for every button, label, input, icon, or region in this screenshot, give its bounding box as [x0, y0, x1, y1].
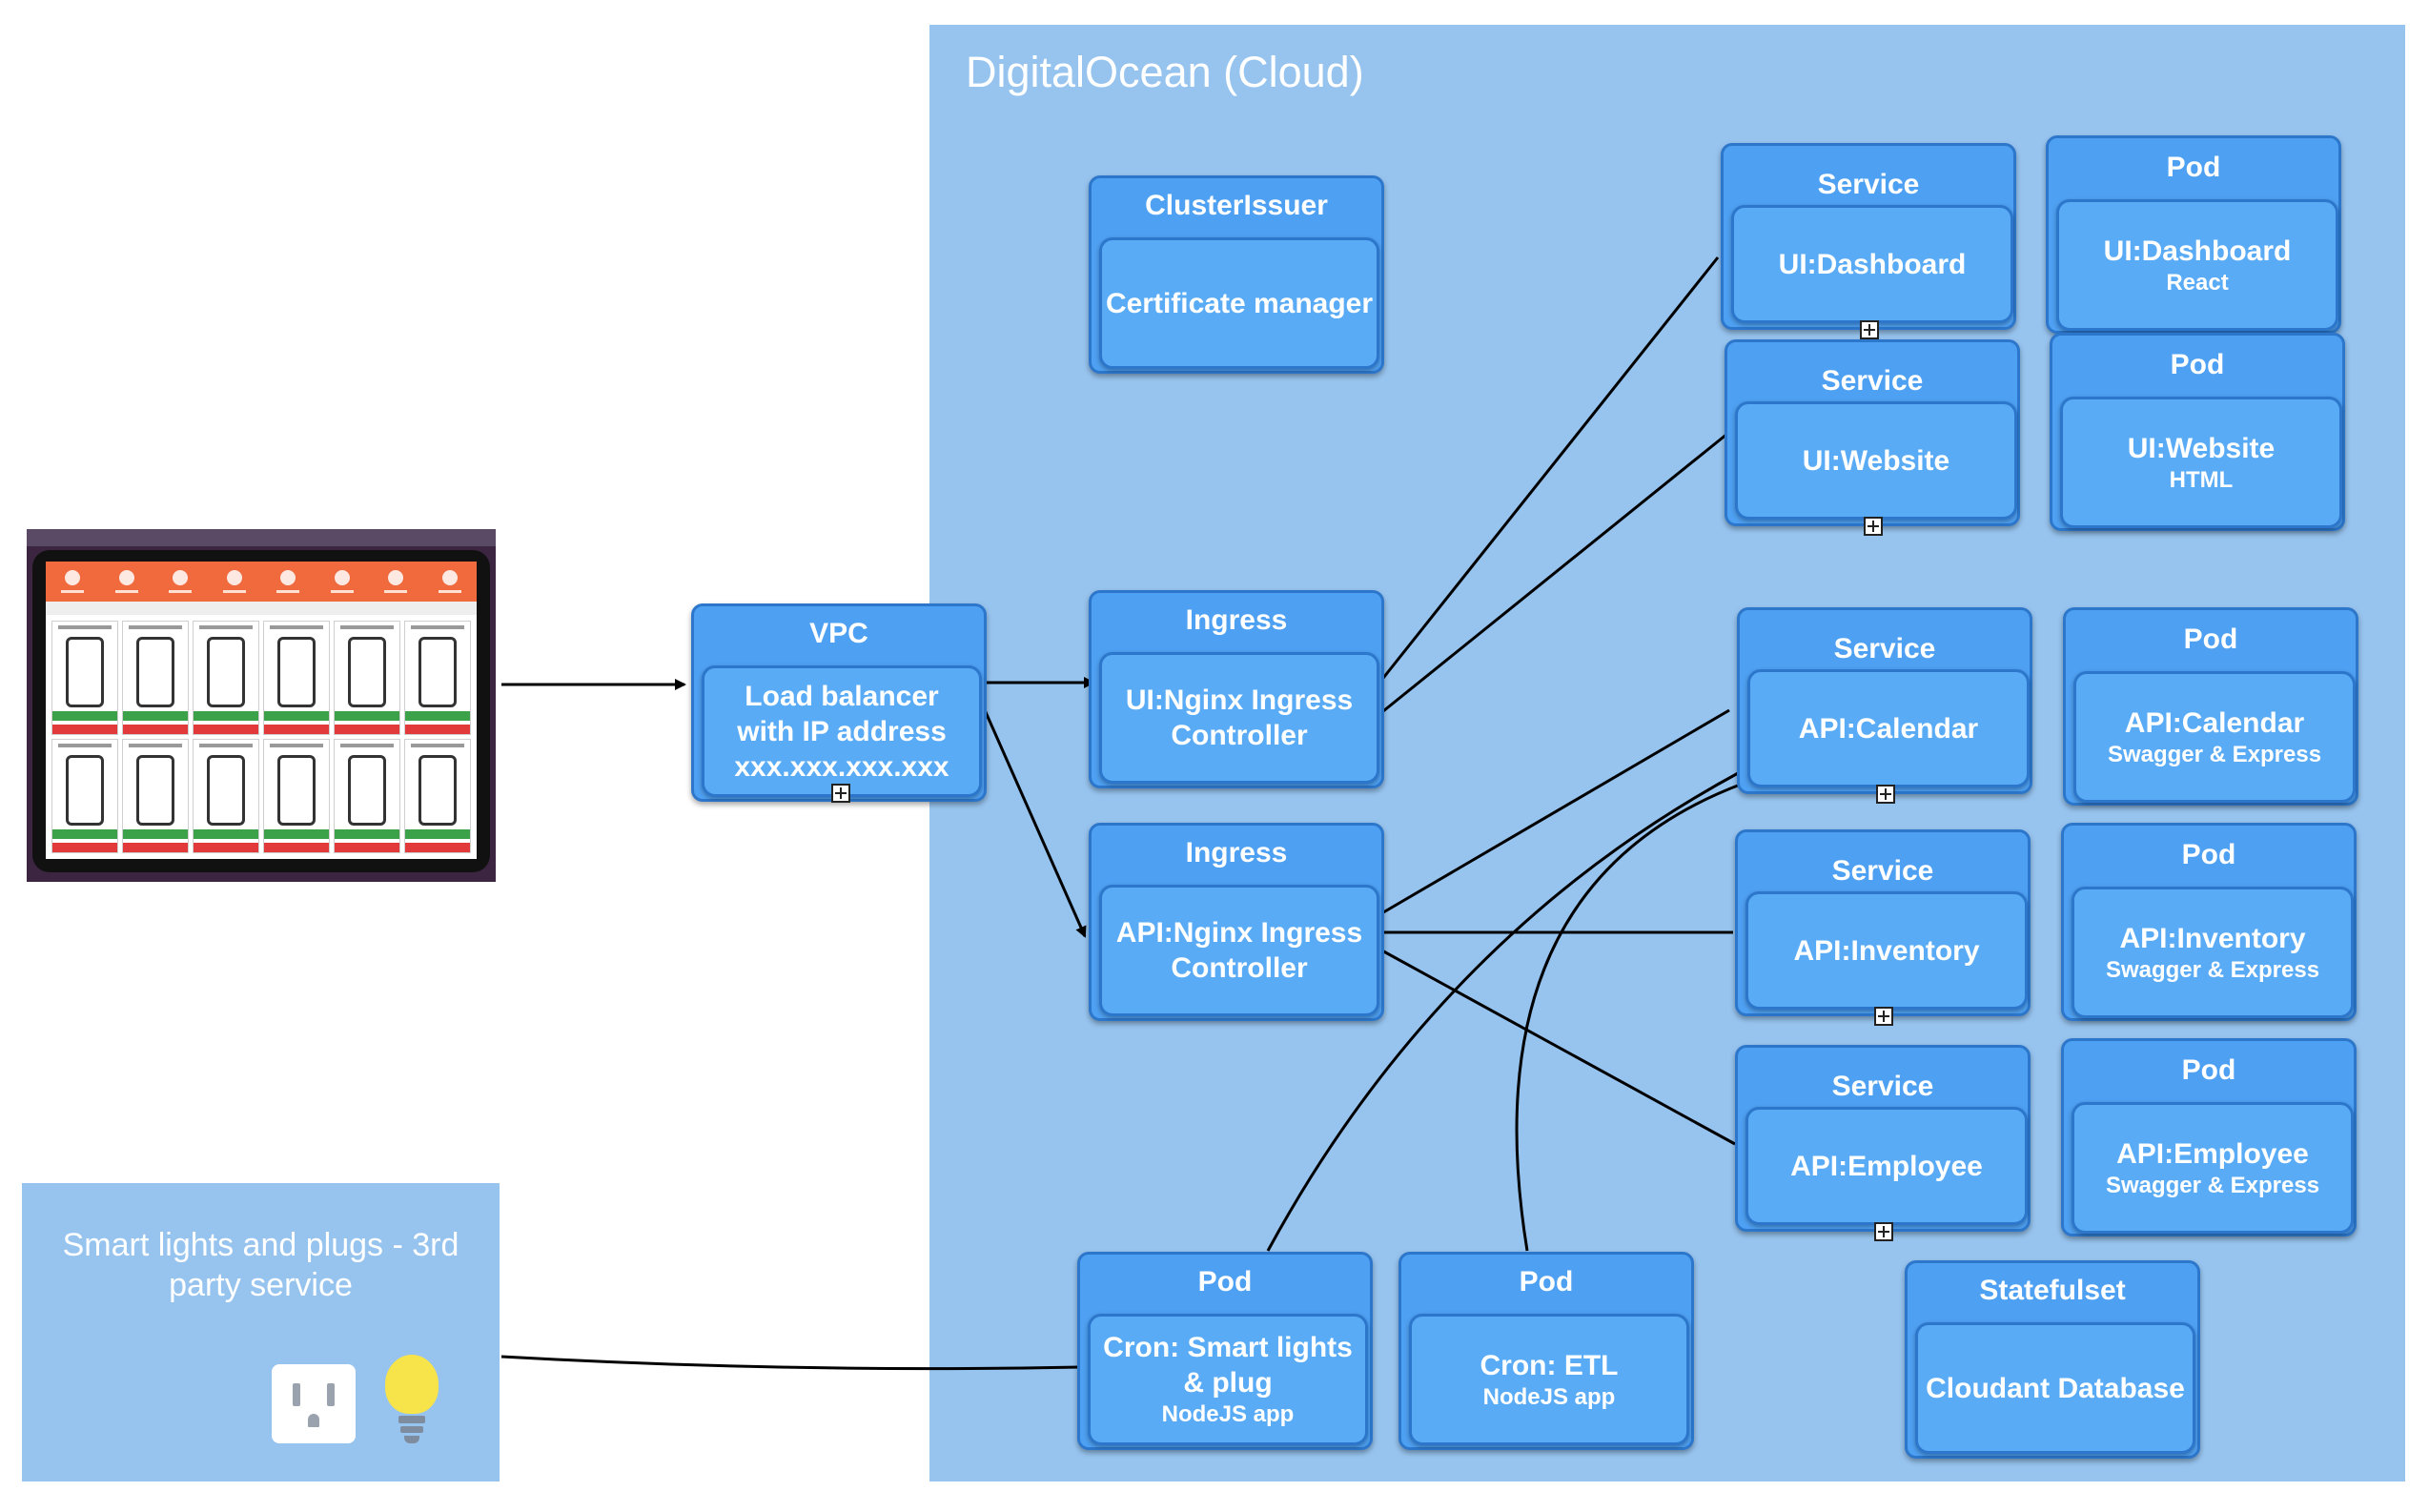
- pod-cron-smart-lights[interactable]: Pod Cron: Smart lights & plug NodeJS app: [1077, 1252, 1373, 1450]
- edge-ingress-api-calendar: [1378, 708, 1730, 917]
- load-balancer: Load balancer with IP address xxx.xxx.xx…: [702, 665, 982, 797]
- edge-ingress-ui-website: [1378, 432, 1728, 717]
- pod-ui-dashboard[interactable]: Pod UI:Dashboard React: [2046, 135, 2341, 334]
- service-api-inventory[interactable]: Service API:Inventory: [1735, 829, 2031, 1026]
- expand-plus-icon[interactable]: [1874, 1222, 1893, 1241]
- power-outlet-icon: [272, 1364, 356, 1443]
- service-api-calendar[interactable]: Service API:Calendar: [1737, 607, 2032, 804]
- pod-api-calendar[interactable]: Pod API:Calendar Swagger & Express: [2063, 607, 2358, 806]
- pod-api-inventory[interactable]: Pod API:Inventory Swagger & Express: [2061, 823, 2357, 1021]
- expand-plus-icon[interactable]: [1874, 1007, 1893, 1026]
- edge-cron-etl-calendar: [1515, 782, 1744, 1252]
- edge-smart-cron: [500, 1355, 1081, 1371]
- edge-ingress-api-employee: [1378, 947, 1736, 1146]
- edge-cron-smart-calendar: [1266, 770, 1741, 1252]
- service-api-employee[interactable]: Service API:Employee: [1735, 1045, 2031, 1241]
- ingress-ui-node[interactable]: Ingress UI:Nginx Ingress Controller: [1089, 590, 1384, 788]
- edge-vpc-ingress-api: [980, 703, 1087, 938]
- pod-api-employee[interactable]: Pod API:Employee Swagger & Express: [2061, 1038, 2357, 1236]
- expand-plus-icon[interactable]: [1876, 785, 1895, 804]
- pod-cron-etl[interactable]: Pod Cron: ETL NodeJS app: [1398, 1252, 1694, 1450]
- service-ui-website[interactable]: Service UI:Website: [1725, 339, 2020, 536]
- vpc-title: VPC: [809, 618, 868, 649]
- smart-service-title: Smart lights and plugs - 3rd party servi…: [62, 1227, 459, 1303]
- statefulset-node[interactable]: Statefulset Cloudant Database: [1905, 1260, 2200, 1459]
- light-bulb-icon: [385, 1355, 439, 1450]
- vpc-node[interactable]: VPC Load balancer with IP address xxx.xx…: [691, 603, 987, 803]
- cloud-title: DigitalOcean (Cloud): [966, 48, 1364, 96]
- service-ui-dashboard[interactable]: Service UI:Dashboard: [1721, 143, 2016, 339]
- pod-ui-website[interactable]: Pod UI:Website HTML: [2050, 333, 2345, 531]
- ingress-api-node[interactable]: Ingress API:Nginx Ingress Controller: [1089, 823, 1384, 1021]
- client-app-screenshot: [27, 529, 496, 882]
- clusterissuer-node[interactable]: ClusterIssuer Certificate manager: [1089, 175, 1384, 374]
- expand-plus-icon[interactable]: [1864, 517, 1883, 536]
- expand-plus-icon[interactable]: [831, 784, 850, 803]
- expand-plus-icon[interactable]: [1860, 320, 1879, 339]
- edge-ingress-ui-dashboard: [1371, 256, 1720, 692]
